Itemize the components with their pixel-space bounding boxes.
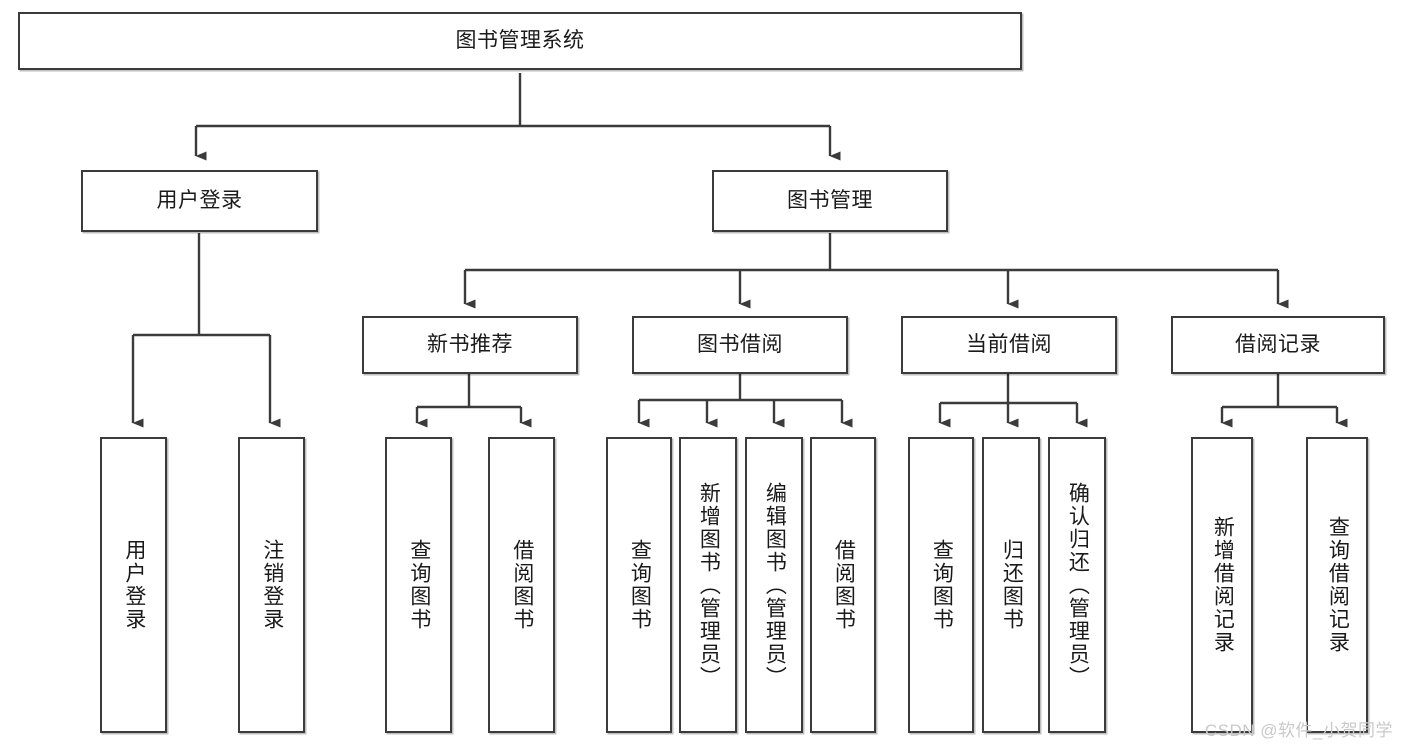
node-leaf-cb-confirm-return[interactable]: 确认归还（管理员） xyxy=(1048,437,1106,733)
node-borrow-record[interactable]: 借阅记录 xyxy=(1171,316,1385,374)
node-book-borrow[interactable]: 图书借阅 xyxy=(632,316,848,374)
node-leaf-bb-borrow-book[interactable]: 借阅图书 xyxy=(810,437,876,733)
node-leaf-cb-query-book[interactable]: 查询图书 xyxy=(908,437,974,733)
node-leaf-cb-return-book-label: 归还图书 xyxy=(1000,539,1024,631)
node-leaf-bb-borrow-book-label: 借阅图书 xyxy=(832,539,856,631)
node-leaf-br-query-record[interactable]: 查询借阅记录 xyxy=(1306,437,1368,733)
node-leaf-cb-return-book[interactable]: 归还图书 xyxy=(982,437,1040,733)
node-book-management-label: 图书管理 xyxy=(787,188,873,212)
node-leaf-bb-add-book-label: 新增图书（管理员） xyxy=(697,481,721,689)
node-leaf-bb-add-book[interactable]: 新增图书（管理员） xyxy=(679,437,737,733)
node-user-login[interactable]: 用户登录 xyxy=(81,170,318,232)
node-new-book-recommend-label: 新书推荐 xyxy=(427,332,513,356)
node-leaf-logout[interactable]: 注销登录 xyxy=(238,437,305,733)
node-leaf-logout-label: 注销登录 xyxy=(260,539,284,631)
node-root-book-management-system[interactable]: 图书管理系统 xyxy=(18,12,1022,70)
node-leaf-bb-query-book-label: 查询图书 xyxy=(628,539,652,631)
node-leaf-cb-confirm-return-label: 确认归还（管理员） xyxy=(1066,481,1090,689)
node-root-label: 图书管理系统 xyxy=(455,28,585,52)
node-leaf-cb-query-book-label: 查询图书 xyxy=(930,539,954,631)
node-new-book-recommend[interactable]: 新书推荐 xyxy=(362,316,578,374)
node-book-management[interactable]: 图书管理 xyxy=(712,170,948,232)
node-leaf-nb-query-book-label: 查询图书 xyxy=(407,539,431,631)
node-leaf-user-login-label: 用户登录 xyxy=(122,539,146,631)
node-leaf-nb-borrow-book-label: 借阅图书 xyxy=(510,539,534,631)
node-leaf-user-login[interactable]: 用户登录 xyxy=(100,437,167,733)
node-leaf-br-add-record-label: 新增借阅记录 xyxy=(1211,516,1235,654)
node-leaf-br-add-record[interactable]: 新增借阅记录 xyxy=(1191,437,1253,733)
node-leaf-nb-query-book[interactable]: 查询图书 xyxy=(385,437,452,733)
node-borrow-record-label: 借阅记录 xyxy=(1235,332,1321,356)
node-leaf-bb-edit-book-label: 编辑图书（管理员） xyxy=(763,481,787,689)
node-current-borrow[interactable]: 当前借阅 xyxy=(901,316,1117,374)
node-user-login-label: 用户登录 xyxy=(156,188,243,212)
node-leaf-bb-query-book[interactable]: 查询图书 xyxy=(606,437,672,733)
node-current-borrow-label: 当前借阅 xyxy=(966,332,1052,356)
node-leaf-bb-edit-book[interactable]: 编辑图书（管理员） xyxy=(745,437,803,733)
node-book-borrow-label: 图书借阅 xyxy=(697,332,783,356)
node-leaf-br-query-record-label: 查询借阅记录 xyxy=(1326,516,1350,654)
node-leaf-nb-borrow-book[interactable]: 借阅图书 xyxy=(488,437,555,733)
